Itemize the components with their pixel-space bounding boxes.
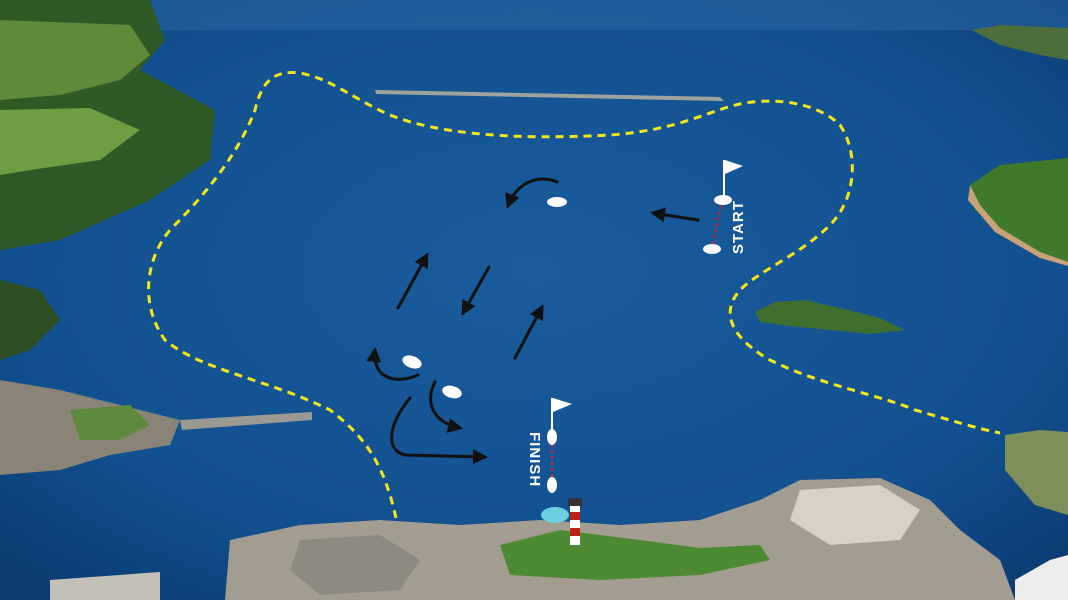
drake-island xyxy=(755,300,905,334)
finish-label: FINISH xyxy=(526,432,543,487)
buoy-icon xyxy=(547,429,557,445)
course-arrow-icon xyxy=(390,396,488,465)
start-label: START xyxy=(730,200,747,254)
course-arrow-icon xyxy=(513,304,544,360)
course-arrow-icon xyxy=(366,347,420,381)
course-arrow-icon xyxy=(650,207,700,223)
start-flag-icon xyxy=(725,160,743,174)
course-arrow-icon xyxy=(461,265,491,316)
lighthouse-icon xyxy=(568,498,582,545)
buoy-icon xyxy=(547,477,557,493)
course-arrow-icon xyxy=(505,177,559,209)
course-arrow-icon xyxy=(396,252,429,310)
right-coastline xyxy=(968,25,1068,515)
buoy-icon xyxy=(714,195,732,205)
finish-line: FINISH xyxy=(526,398,572,493)
buoys xyxy=(402,197,567,399)
buoy-icon xyxy=(547,197,567,207)
horizon-haze xyxy=(0,0,1068,30)
shoreline-town xyxy=(50,478,1068,600)
start-line: START xyxy=(703,160,747,254)
finish-flag-icon xyxy=(553,398,572,412)
buoy-icon xyxy=(703,244,721,254)
buoy-icon xyxy=(442,385,462,399)
course-boundary xyxy=(147,70,1001,519)
course-arrows xyxy=(366,177,700,465)
breakwater xyxy=(375,90,724,101)
buoy-icon xyxy=(402,355,422,369)
course-arrow-icon xyxy=(429,380,463,433)
left-coastline xyxy=(0,0,312,475)
